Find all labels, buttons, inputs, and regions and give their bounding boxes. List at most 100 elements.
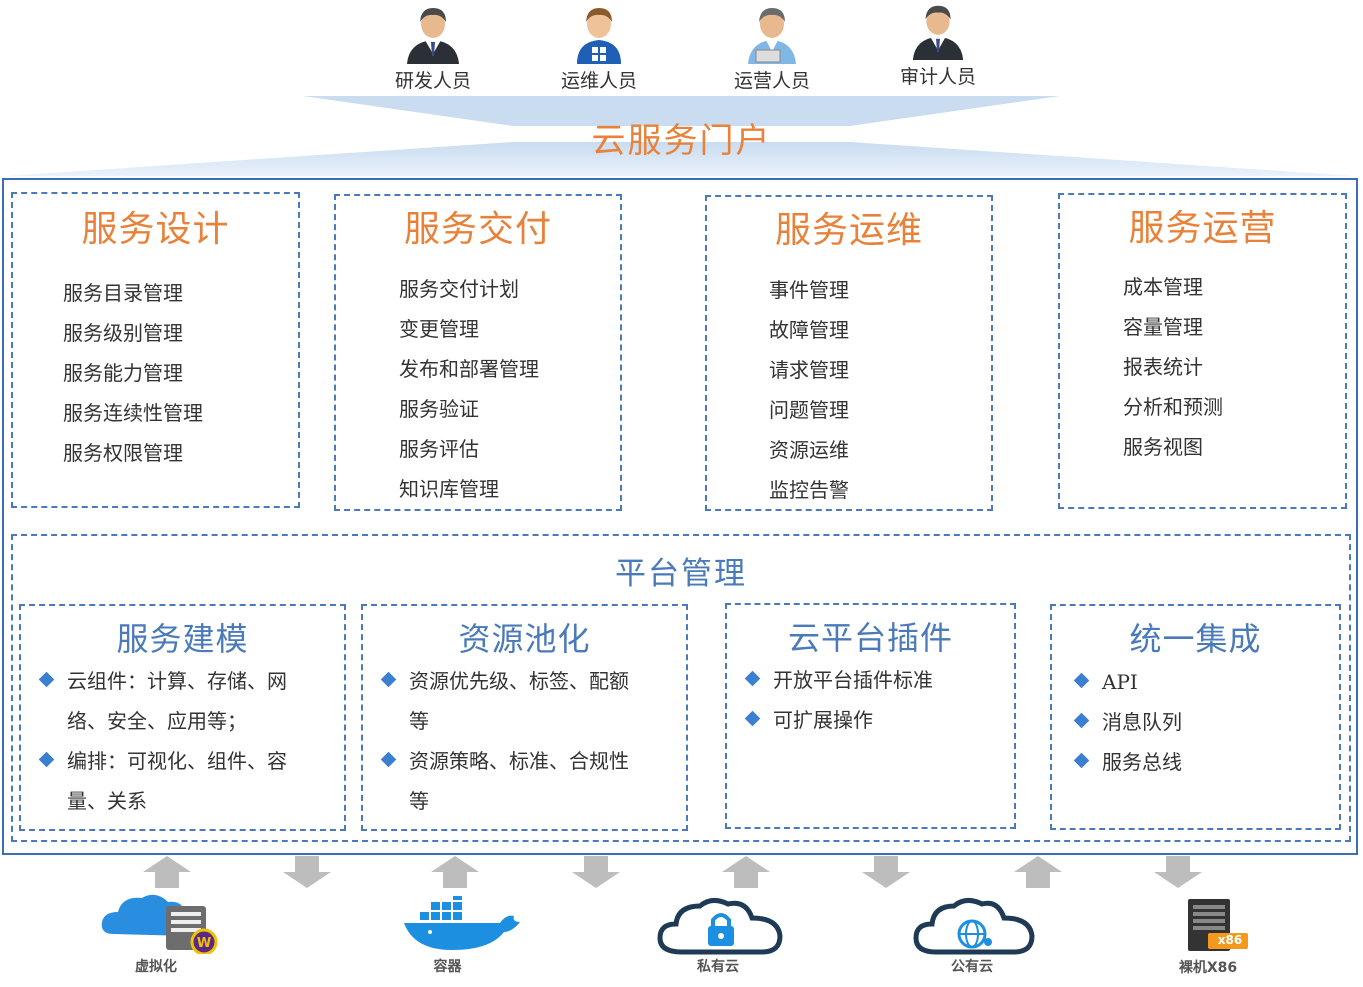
bare-metal-server-icon: [1188, 899, 1248, 951]
private-cloud-lock-icon: [657, 898, 783, 955]
list-item: 容量管理: [1123, 315, 1203, 339]
up-arrow-icon: [722, 856, 770, 888]
service-operations-box: 服务运维 事件管理 故障管理 请求管理 问题管理 资源运维 监控告警: [705, 195, 993, 511]
list-item: 服务连续性管理: [63, 401, 203, 425]
service-design-box: 服务设计 服务目录管理 服务级别管理 服务能力管理 服务连续性管理 服务权限管理: [11, 192, 300, 508]
bullet-list: 云组件：计算、存储、网络、安全、应用等； 编排：可视化、组件、容量、关系: [37, 661, 337, 821]
item-list: 事件管理 故障管理 请求管理 问题管理 资源运维 监控告警: [769, 270, 849, 510]
portal-title: 云服务门户: [591, 121, 772, 161]
x86-badge: [1208, 933, 1248, 949]
list-item: 监控告警: [769, 478, 849, 502]
item-list: 服务目录管理 服务级别管理 服务能力管理 服务连续性管理 服务权限管理: [63, 273, 203, 473]
user-developer: 研发人员: [373, 2, 493, 93]
list-item: 资源运维: [769, 438, 849, 462]
user-label: 研发人员: [394, 70, 471, 92]
module-service-modeling: 服务建模 云组件：计算、存储、网络、安全、应用等； 编排：可视化、组件、容量、关…: [19, 604, 346, 831]
item-list: 服务交付计划 变更管理 发布和部署管理 服务验证 服务评估 知识库管理: [399, 269, 539, 509]
user-label: 审计人员: [899, 66, 976, 88]
bullet-item: 编排：可视化、组件、容量、关系: [37, 741, 337, 821]
list-item: 服务交付计划: [399, 277, 519, 301]
virtualization-cloud-icon: W: [101, 894, 218, 956]
diamond-bullet-icon: [380, 671, 397, 688]
list-item: 成本管理: [1123, 275, 1203, 299]
list-item: 分析和预测: [1123, 395, 1223, 419]
box-title: 服务交付: [403, 209, 552, 250]
module-unified-integration: 统一集成 API 消息队列 服务总线: [1050, 604, 1341, 830]
business-man-icon: [912, 5, 964, 60]
user-auditor: 审计人员: [878, 0, 998, 89]
operator-man-icon: [748, 8, 796, 64]
bullet-item: 开放平台插件标准: [743, 660, 1013, 700]
diamond-bullet-icon: [380, 751, 397, 768]
module-resource-pooling: 资源池化 资源优先级、标签、配额等 资源策略、标准、合规性等: [361, 604, 688, 831]
infra-label: 容器: [433, 959, 462, 975]
x86-badge-label: x86: [1217, 933, 1243, 947]
public-cloud-globe-icon: [913, 898, 1035, 955]
infra-public-cloud: 公有云: [912, 896, 1036, 976]
service-operation-box: 服务运营 成本管理 容量管理 报表统计 分析和预测 服务视图: [1058, 193, 1347, 509]
user-label: 运维人员: [560, 70, 637, 92]
list-item: 事件管理: [769, 278, 849, 302]
bullet-list: 资源优先级、标签、配额等 资源策略、标准、合规性等: [379, 661, 679, 821]
down-arrow-icon: [572, 856, 620, 888]
up-arrow-icon: [1014, 856, 1062, 888]
diamond-bullet-icon: [1073, 752, 1090, 769]
bullet-item: API: [1072, 662, 1332, 702]
list-item: 变更管理: [399, 317, 479, 341]
infra-label: 裸机X86: [1178, 960, 1238, 976]
bullet-list: API 消息队列 服务总线: [1072, 662, 1332, 782]
diamond-bullet-icon: [38, 671, 55, 688]
bullet-item: 资源策略、标准、合规性等: [379, 741, 679, 821]
user-ops: 运维人员: [539, 2, 659, 93]
list-item: 问题管理: [769, 398, 849, 422]
bullet-item: 云组件：计算、存储、网络、安全、应用等；: [37, 661, 337, 741]
diamond-bullet-icon: [1073, 712, 1090, 729]
bullet-item: 资源优先级、标签、配额等: [379, 661, 679, 741]
bullet-item: 服务总线: [1072, 742, 1332, 782]
module-title: 云平台插件: [787, 619, 953, 657]
module-cloud-plugins: 云平台插件 开放平台插件标准 可扩展操作: [725, 603, 1016, 829]
list-item: 报表统计: [1123, 355, 1203, 379]
infra-label: 虚拟化: [135, 959, 177, 975]
list-item: 服务验证: [399, 397, 479, 421]
list-item: 服务目录管理: [63, 281, 183, 305]
platform-management-box: 平台管理: [11, 534, 1351, 842]
infra-container: 容器: [400, 892, 525, 976]
main-frame: [2, 178, 1358, 855]
module-title: 服务建模: [116, 620, 249, 658]
up-arrow-icon: [143, 856, 191, 888]
list-item: 服务权限管理: [63, 441, 183, 465]
up-arrow-icon: [431, 856, 479, 888]
module-title: 资源池化: [458, 620, 591, 658]
diamond-bullet-icon: [744, 670, 761, 687]
infra-virtualization: W 虚拟化: [96, 890, 226, 976]
list-item: 知识库管理: [399, 477, 499, 501]
down-arrow-icon: [283, 856, 331, 888]
infra-label: 私有云: [697, 959, 739, 975]
list-item: 服务级别管理: [63, 321, 183, 345]
list-item: 故障管理: [769, 318, 849, 342]
business-man-icon: [407, 8, 459, 64]
item-list: 成本管理 容量管理 报表统计 分析和预测 服务视图: [1123, 267, 1223, 467]
user-label: 运营人员: [733, 70, 810, 92]
infra-label: 公有云: [951, 959, 993, 975]
down-arrow-icon: [1154, 856, 1202, 888]
infra-private-cloud: 私有云: [656, 896, 786, 976]
bullet-list: 开放平台插件标准 可扩展操作: [743, 660, 1013, 740]
box-title: 服务运营: [1128, 208, 1277, 249]
platform-title: 平台管理: [615, 556, 747, 592]
windows-admin-icon: [577, 8, 621, 64]
portal-funnel-banner: [6, 96, 1355, 176]
bullet-item: 可扩展操作: [743, 700, 1013, 740]
list-item: 发布和部署管理: [399, 357, 539, 381]
diamond-bullet-icon: [38, 751, 55, 768]
user-operator: 运营人员: [712, 2, 832, 93]
bullet-item: 消息队列: [1072, 702, 1332, 742]
list-item: 服务视图: [1123, 435, 1203, 459]
down-arrow-icon: [862, 856, 910, 888]
box-title: 服务运维: [774, 210, 923, 251]
docker-whale-icon: [404, 892, 520, 950]
svg-text:W: W: [197, 936, 211, 951]
box-title: 服务设计: [81, 209, 230, 250]
diamond-bullet-icon: [744, 710, 761, 727]
